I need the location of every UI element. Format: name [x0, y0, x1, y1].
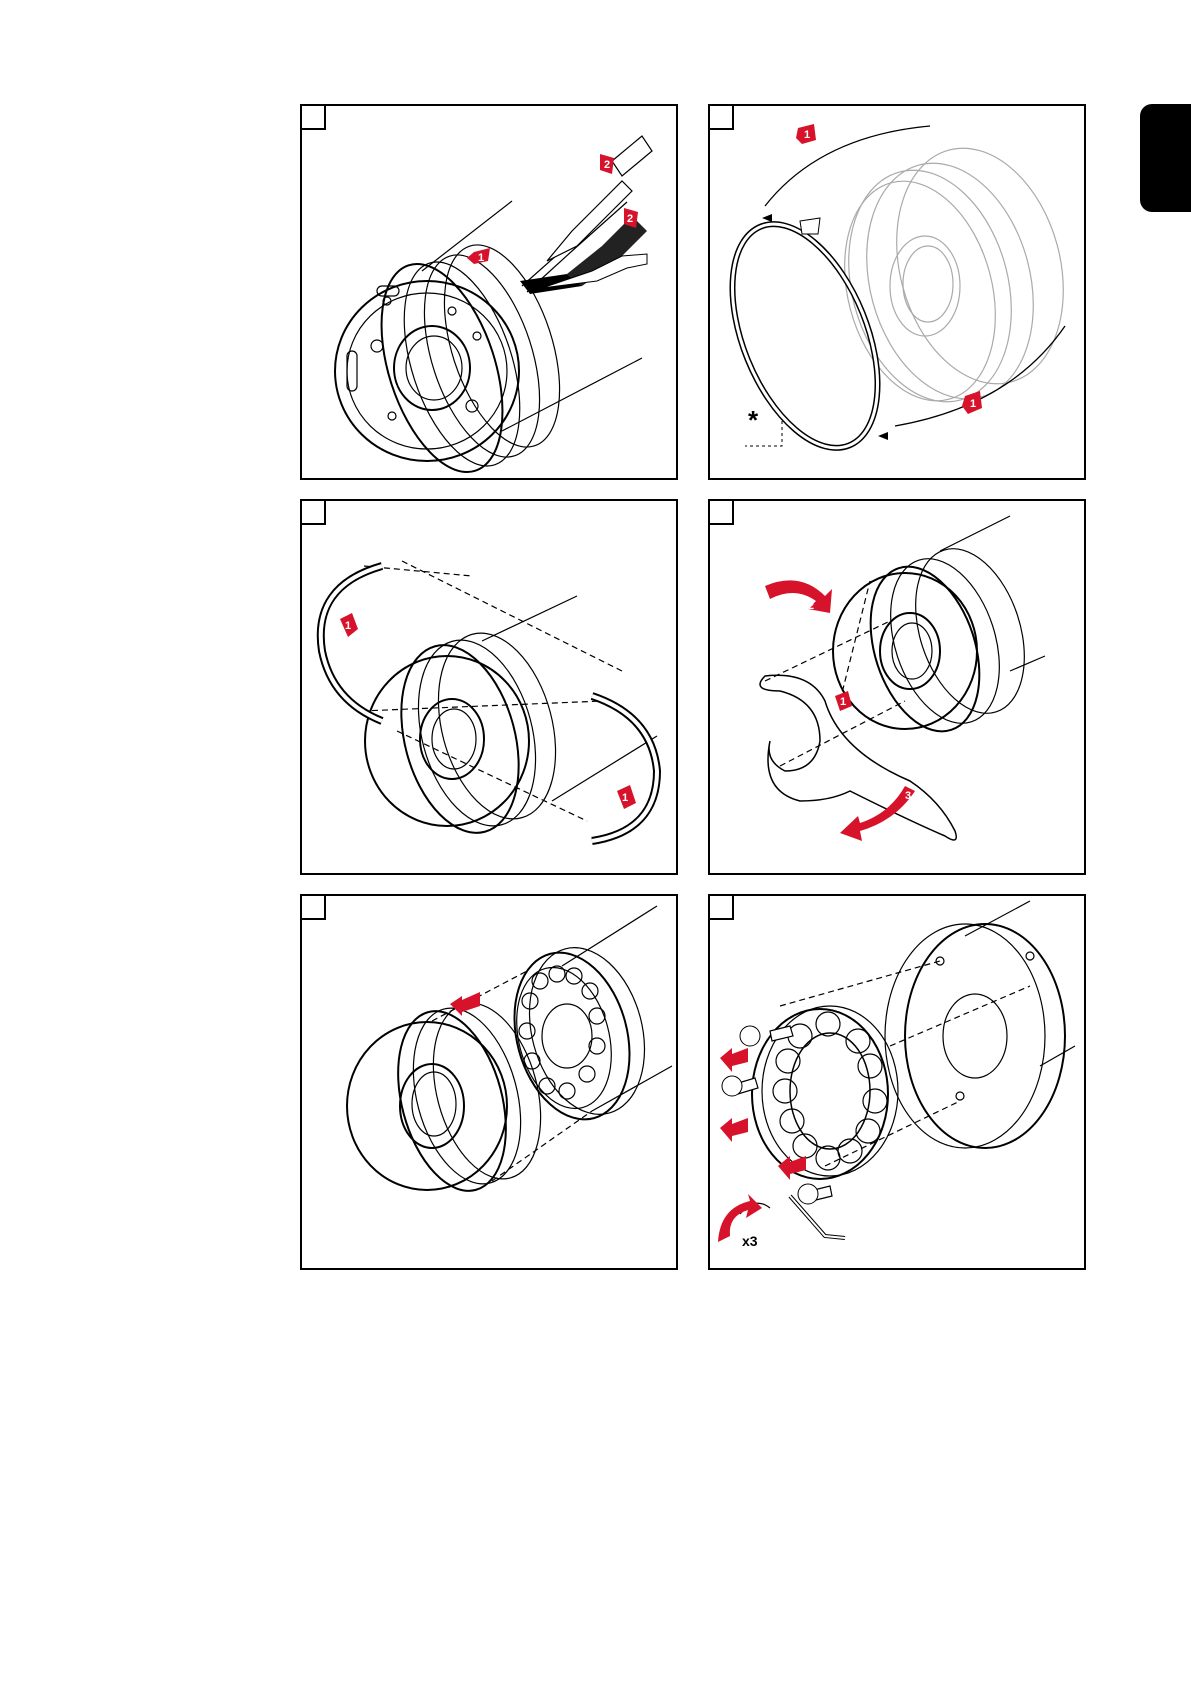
- retaining-band-removal-illustration: * 1 1: [710, 106, 1086, 480]
- arrow-1-left-label: 1: [345, 620, 351, 632]
- split-rings-removal-illustration: 1 1: [302, 501, 678, 875]
- illustration-panel-step-5: [300, 894, 678, 1270]
- separation-arrow: [450, 992, 480, 1016]
- screw-removal-illustration: x3: [710, 896, 1086, 1270]
- arrow-1-left: 1: [340, 613, 358, 637]
- arrow-2a-label: 2: [604, 159, 610, 171]
- illustration-panel-step-4: 2 1 3: [708, 499, 1086, 875]
- illustration-panel-step-6: x3: [708, 894, 1086, 1270]
- arrow-2b-label: 2: [627, 213, 633, 225]
- spanner-wrench-unscrew-illustration: 2 1 3: [710, 501, 1086, 875]
- arrow-2-label: 2: [808, 600, 814, 612]
- arrow-1-label: 1: [840, 696, 846, 708]
- arrow-1-right-label: 1: [622, 792, 628, 804]
- arrow-1-top: 1: [796, 124, 816, 144]
- quantity-label: x3: [742, 1233, 758, 1249]
- arrow-2a: 2: [600, 154, 614, 174]
- screw-arrow-1: [720, 1048, 748, 1072]
- arrow-1: 1: [467, 248, 490, 264]
- note-asterisk: *: [748, 405, 759, 435]
- illustration-panel-step-2: * 1 1: [708, 104, 1086, 480]
- arrow-1-bottom-label: 1: [970, 398, 976, 410]
- illustration-panel-step-3: 1 1: [300, 499, 678, 875]
- drum-with-screwdrivers-illustration: 1 2 2: [302, 106, 678, 480]
- illustration-panel-step-1: 1 2 2: [300, 104, 678, 480]
- arrow-2: 2: [765, 580, 832, 613]
- arrow-1-bottom: 1: [962, 391, 982, 414]
- screw-arrow-2: [720, 1118, 748, 1142]
- arrow-1: 1: [835, 691, 852, 711]
- arrow-1-label: 1: [478, 252, 484, 264]
- arrow-1-right: 1: [617, 785, 636, 809]
- arrow-3: 3: [840, 786, 915, 841]
- arrow-1-top-label: 1: [804, 129, 810, 141]
- chapter-tab: [1140, 104, 1191, 212]
- arrow-3-label: 3: [905, 790, 911, 802]
- drum-separation-illustration: [302, 896, 678, 1270]
